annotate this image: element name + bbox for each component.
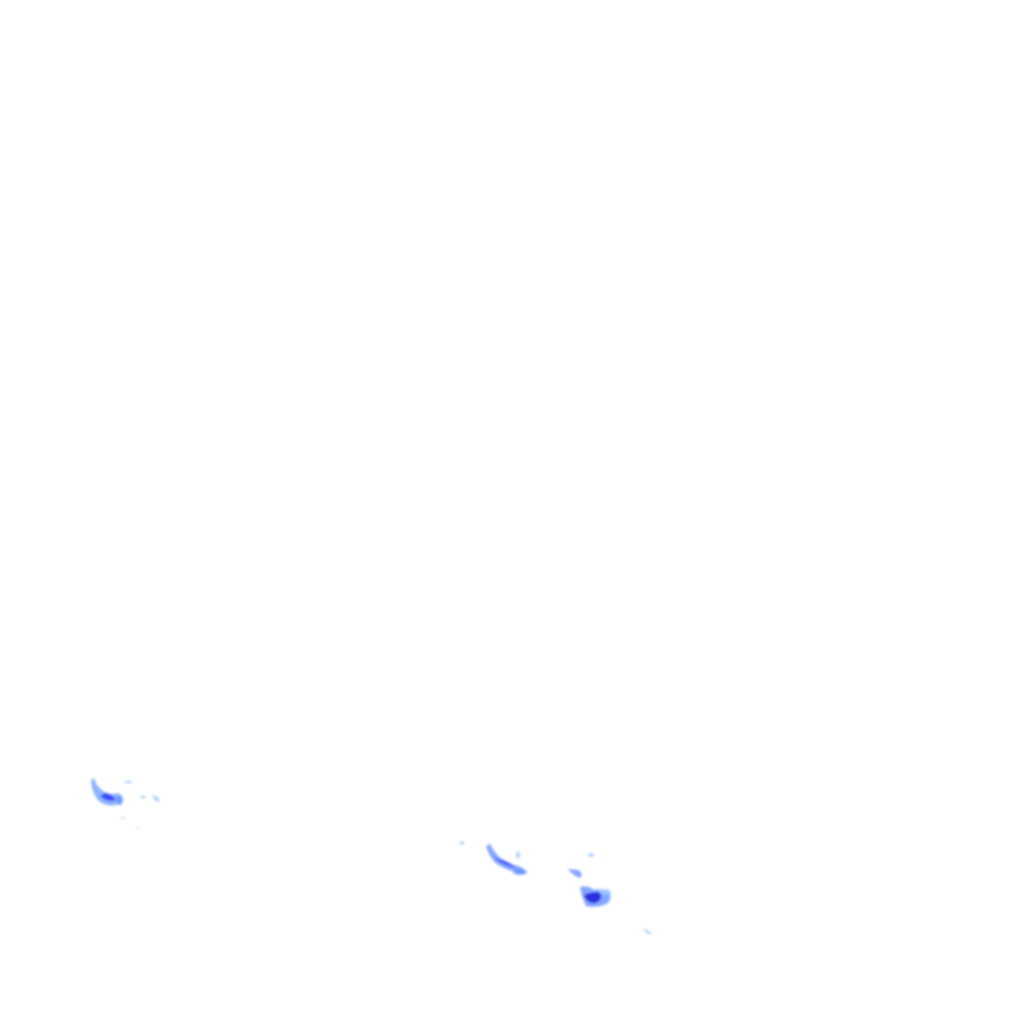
rain-echo-center — [459, 841, 527, 875]
rain-echo-southeast — [568, 853, 611, 907]
rain-echo-west — [91, 778, 160, 829]
rain-echo-far-southeast — [643, 928, 652, 935]
